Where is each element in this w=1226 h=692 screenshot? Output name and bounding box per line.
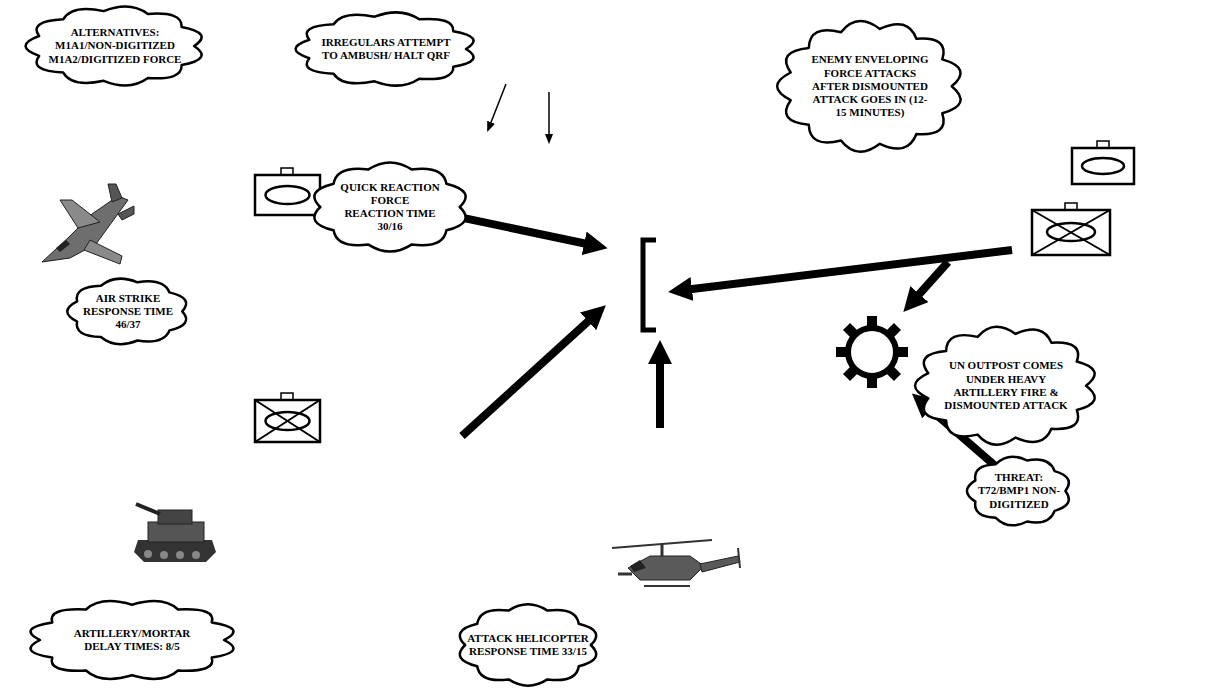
unit-frame bbox=[1072, 148, 1134, 184]
infantry-cross bbox=[255, 400, 320, 442]
objective-bracket bbox=[643, 240, 656, 330]
cloud-shape bbox=[67, 279, 186, 345]
outpost-gear-symbol bbox=[836, 316, 908, 388]
movement-arrow bbox=[656, 356, 664, 428]
text-column: UN OUTPOST COMES UNDER HEAVY ARTILLERY F… bbox=[941, 359, 1071, 412]
text-column: ARTILLERY/MORTAR DELAY TIMES: 8/5 bbox=[66, 627, 198, 653]
artillery-turret bbox=[158, 510, 192, 524]
armor-track bbox=[266, 186, 310, 204]
cloud-shape bbox=[314, 162, 465, 251]
unit-frame bbox=[1032, 210, 1110, 255]
infantry-cross bbox=[1032, 210, 1110, 255]
callout-cloud: ENEMY ENVELOPING FORCE ATTACKS AFTER DIS… bbox=[772, 16, 968, 157]
gear-ring bbox=[848, 328, 896, 376]
text-column: QUICK REACTION FORCE REACTION TIME 30/16 bbox=[340, 181, 440, 234]
nose-gun bbox=[618, 573, 632, 576]
jet-wing bbox=[60, 200, 100, 228]
cloud-shape bbox=[967, 457, 1069, 526]
cloud-text: IRREGULARS ATTEMPT TO AMBUSH/ HALT QRF bbox=[321, 36, 451, 62]
attack-helicopter-icon bbox=[612, 540, 740, 586]
cloud-shape bbox=[26, 6, 202, 85]
callout-cloud: ALTERNATIVES: M1A1/NON-DIGITIZED M1A2/DI… bbox=[20, 2, 210, 90]
armor-unit-symbol bbox=[1072, 141, 1134, 184]
text-column: ENEMY ENVELOPING FORCE ATTACKS AFTER DIS… bbox=[809, 53, 931, 119]
movement-arrow bbox=[914, 262, 948, 300]
movement-arrow bbox=[462, 316, 594, 436]
infantry-cross bbox=[1032, 210, 1110, 255]
landing-gear bbox=[644, 585, 690, 587]
callout-cloud: AIR STRIKE RESPONSE TIME 46/37 bbox=[62, 274, 194, 349]
text-wrap: QUICK REACTION FORCE REACTION TIME 30/16 bbox=[306, 158, 474, 256]
cloud-text: ALTERNATIVES: M1A1/NON-DIGITIZED M1A2/DI… bbox=[40, 26, 190, 66]
jet-canopy bbox=[56, 240, 70, 252]
movement-arrow bbox=[684, 250, 1012, 290]
track-wheel bbox=[192, 551, 200, 559]
armor-track bbox=[266, 412, 310, 430]
cloud-text: THREAT: T72/BMP1 NON-DIGITIZED bbox=[976, 471, 1062, 511]
ambush-arrow bbox=[488, 84, 506, 130]
mech-infantry-symbol bbox=[1032, 203, 1110, 255]
cloud-shape bbox=[296, 12, 474, 85]
jet-tail bbox=[108, 184, 122, 202]
cloud-shape bbox=[31, 601, 234, 679]
cloud-shape bbox=[915, 327, 1095, 445]
track-wheel bbox=[144, 550, 152, 558]
artillery-barrel bbox=[136, 504, 160, 514]
text-column: AIR STRIKE RESPONSE TIME 46/37 bbox=[81, 292, 176, 332]
artillery-hull bbox=[148, 522, 204, 542]
text-wrap: ATTACK HELICOPTER RESPONSE TIME 33/15 bbox=[452, 600, 604, 690]
rotor-mast bbox=[661, 544, 664, 556]
cloud-text: QUICK REACTION FORCE REACTION TIME 30/16 bbox=[340, 181, 440, 234]
callout-cloud: QUICK REACTION FORCE REACTION TIME 30/16 bbox=[306, 158, 474, 256]
text-wrap: UN OUTPOST COMES UNDER HEAVY ARTILLERY F… bbox=[910, 322, 1102, 450]
cloud-text: UN OUTPOST COMES UNDER HEAVY ARTILLERY F… bbox=[941, 359, 1071, 412]
track-wheel bbox=[160, 551, 168, 559]
text-wrap: ARTILLERY/MORTAR DELAY TIMES: 8/5 bbox=[22, 596, 242, 684]
callout-cloud: THREAT: T72/BMP1 NON-DIGITIZED bbox=[962, 452, 1076, 530]
cloud-text: AIR STRIKE RESPONSE TIME 46/37 bbox=[81, 292, 176, 332]
text-column: THREAT: T72/BMP1 NON-DIGITIZED bbox=[976, 471, 1062, 511]
callout-cloud: ATTACK HELICOPTER RESPONSE TIME 33/15 bbox=[452, 600, 604, 690]
jet-fighter-icon bbox=[42, 184, 134, 264]
text-wrap: ENEMY ENVELOPING FORCE ATTACKS AFTER DIS… bbox=[772, 16, 968, 157]
unit-frame bbox=[255, 400, 320, 442]
cloud-shape bbox=[777, 21, 960, 152]
text-column: ALTERNATIVES: M1A1/NON-DIGITIZED M1A2/DI… bbox=[40, 26, 190, 66]
unit-frame bbox=[255, 175, 320, 215]
text-wrap: THREAT: T72/BMP1 NON-DIGITIZED bbox=[962, 452, 1076, 530]
artillery-tracks bbox=[134, 540, 216, 562]
text-wrap: AIR STRIKE RESPONSE TIME 46/37 bbox=[62, 274, 194, 349]
jet-tail bbox=[118, 206, 134, 220]
mech-infantry-symbol bbox=[255, 393, 320, 442]
text-column: IRREGULARS ATTEMPT TO AMBUSH/ HALT QRF bbox=[321, 36, 451, 62]
cloud-shape bbox=[460, 604, 596, 685]
helicopter-body bbox=[628, 556, 704, 580]
armor-track bbox=[1047, 223, 1095, 241]
track-wheel bbox=[176, 551, 184, 559]
cloud-text: ENEMY ENVELOPING FORCE ATTACKS AFTER DIS… bbox=[809, 53, 931, 119]
ambush-arrow bbox=[548, 92, 550, 142]
callout-cloud: UN OUTPOST COMES UNDER HEAVY ARTILLERY F… bbox=[910, 322, 1102, 450]
cloud-text: ATTACK HELICOPTER RESPONSE TIME 33/15 bbox=[467, 632, 589, 658]
tail-rotor bbox=[738, 548, 740, 568]
jet-wing bbox=[84, 240, 122, 264]
cloud-text: ARTILLERY/MORTAR DELAY TIMES: 8/5 bbox=[66, 627, 198, 653]
callout-cloud: IRREGULARS ATTEMPT TO AMBUSH/ HALT QRF bbox=[290, 8, 482, 90]
cockpit bbox=[630, 560, 646, 572]
text-wrap: ALTERNATIVES: M1A1/NON-DIGITIZED M1A2/DI… bbox=[20, 2, 210, 90]
tail-boom bbox=[700, 556, 740, 572]
callout-cloud: ARTILLERY/MORTAR DELAY TIMES: 8/5 bbox=[22, 596, 242, 684]
armor-track bbox=[1082, 158, 1124, 174]
text-wrap: IRREGULARS ATTEMPT TO AMBUSH/ HALT QRF bbox=[290, 8, 482, 90]
artillery-icon bbox=[134, 504, 216, 562]
infantry-cross bbox=[255, 400, 320, 442]
armor-unit-symbol bbox=[255, 168, 320, 215]
text-column: ATTACK HELICOPTER RESPONSE TIME 33/15 bbox=[467, 632, 589, 658]
